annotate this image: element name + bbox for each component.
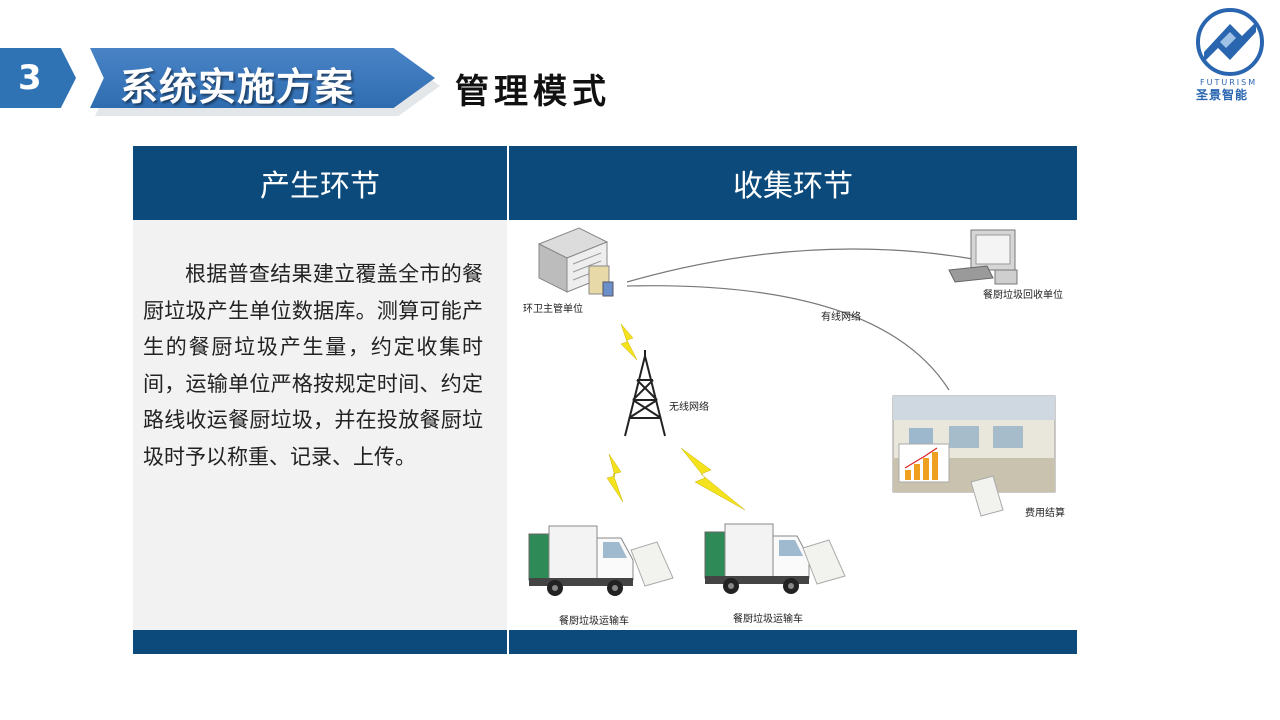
section-number-chevron [0, 48, 76, 108]
rfid-reader-icon [802, 539, 846, 585]
header-collection-stage: 收集环节 [509, 146, 1077, 220]
truck-icon [528, 525, 634, 596]
label-main-unit: 环卫主管单位 [523, 304, 583, 315]
collection-diagram: 环卫主管单位 餐厨垃圾回收单位 有线网络 无线网络 费用结算 餐厨垃圾运输车 餐… [509, 220, 1077, 630]
section-title: 系统实施方案 [120, 65, 355, 109]
label-billing: 费用结算 [1025, 508, 1065, 519]
section-title-chevron [90, 48, 435, 108]
server-icon [537, 227, 614, 297]
rfid-reader-icon [970, 475, 1004, 517]
generation-stage-cell: 根据普查结果建立覆盖全市的餐厨垃圾产生单位数据库。测算可能产生的餐厨垃圾产生量，… [133, 220, 507, 630]
column-divider [507, 146, 509, 654]
logo-english-text: FUTURISM [1200, 78, 1258, 87]
lightning-icon [606, 453, 624, 503]
rfid-reader-icon [630, 541, 674, 587]
wired-network-line [626, 285, 950, 391]
label-wireless-network: 无线网络 [669, 402, 709, 413]
lightning-icon [620, 323, 638, 361]
collection-stage-cell: 环卫主管单位 餐厨垃圾回收单位 有线网络 无线网络 费用结算 餐厨垃圾运输车 餐… [509, 220, 1077, 630]
footer-bar-right [509, 630, 1077, 654]
label-recycle-unit: 餐厨垃圾回收单位 [983, 290, 1063, 301]
generation-stage-text: 根据普查结果建立覆盖全市的餐厨垃圾产生单位数据库。测算可能产生的餐厨垃圾产生量，… [143, 262, 483, 469]
slide-subtitle: 管理模式 [455, 72, 611, 112]
label-wired-network: 有线网络 [821, 312, 861, 323]
section-number: 3 [18, 58, 42, 98]
label-truck-2: 餐厨垃圾运输车 [733, 614, 803, 625]
building-interior-icon [892, 395, 1056, 493]
computer-icon [948, 229, 1018, 285]
link-main-recycle [626, 248, 980, 283]
lightning-icon [680, 447, 746, 511]
truck-icon [704, 523, 810, 594]
management-mode-table: 产生环节 收集环节 根据普查结果建立覆盖全市的餐厨垃圾产生单位数据库。测算可能产… [133, 146, 1077, 654]
logo-chinese-text: 圣景智能 [1196, 88, 1249, 102]
futurism-logo-icon [1190, 6, 1274, 102]
footer-bar-left [133, 630, 507, 654]
header-generation-stage: 产生环节 [133, 146, 507, 220]
tower-icon [624, 350, 666, 437]
label-truck-1: 餐厨垃圾运输车 [559, 616, 629, 627]
